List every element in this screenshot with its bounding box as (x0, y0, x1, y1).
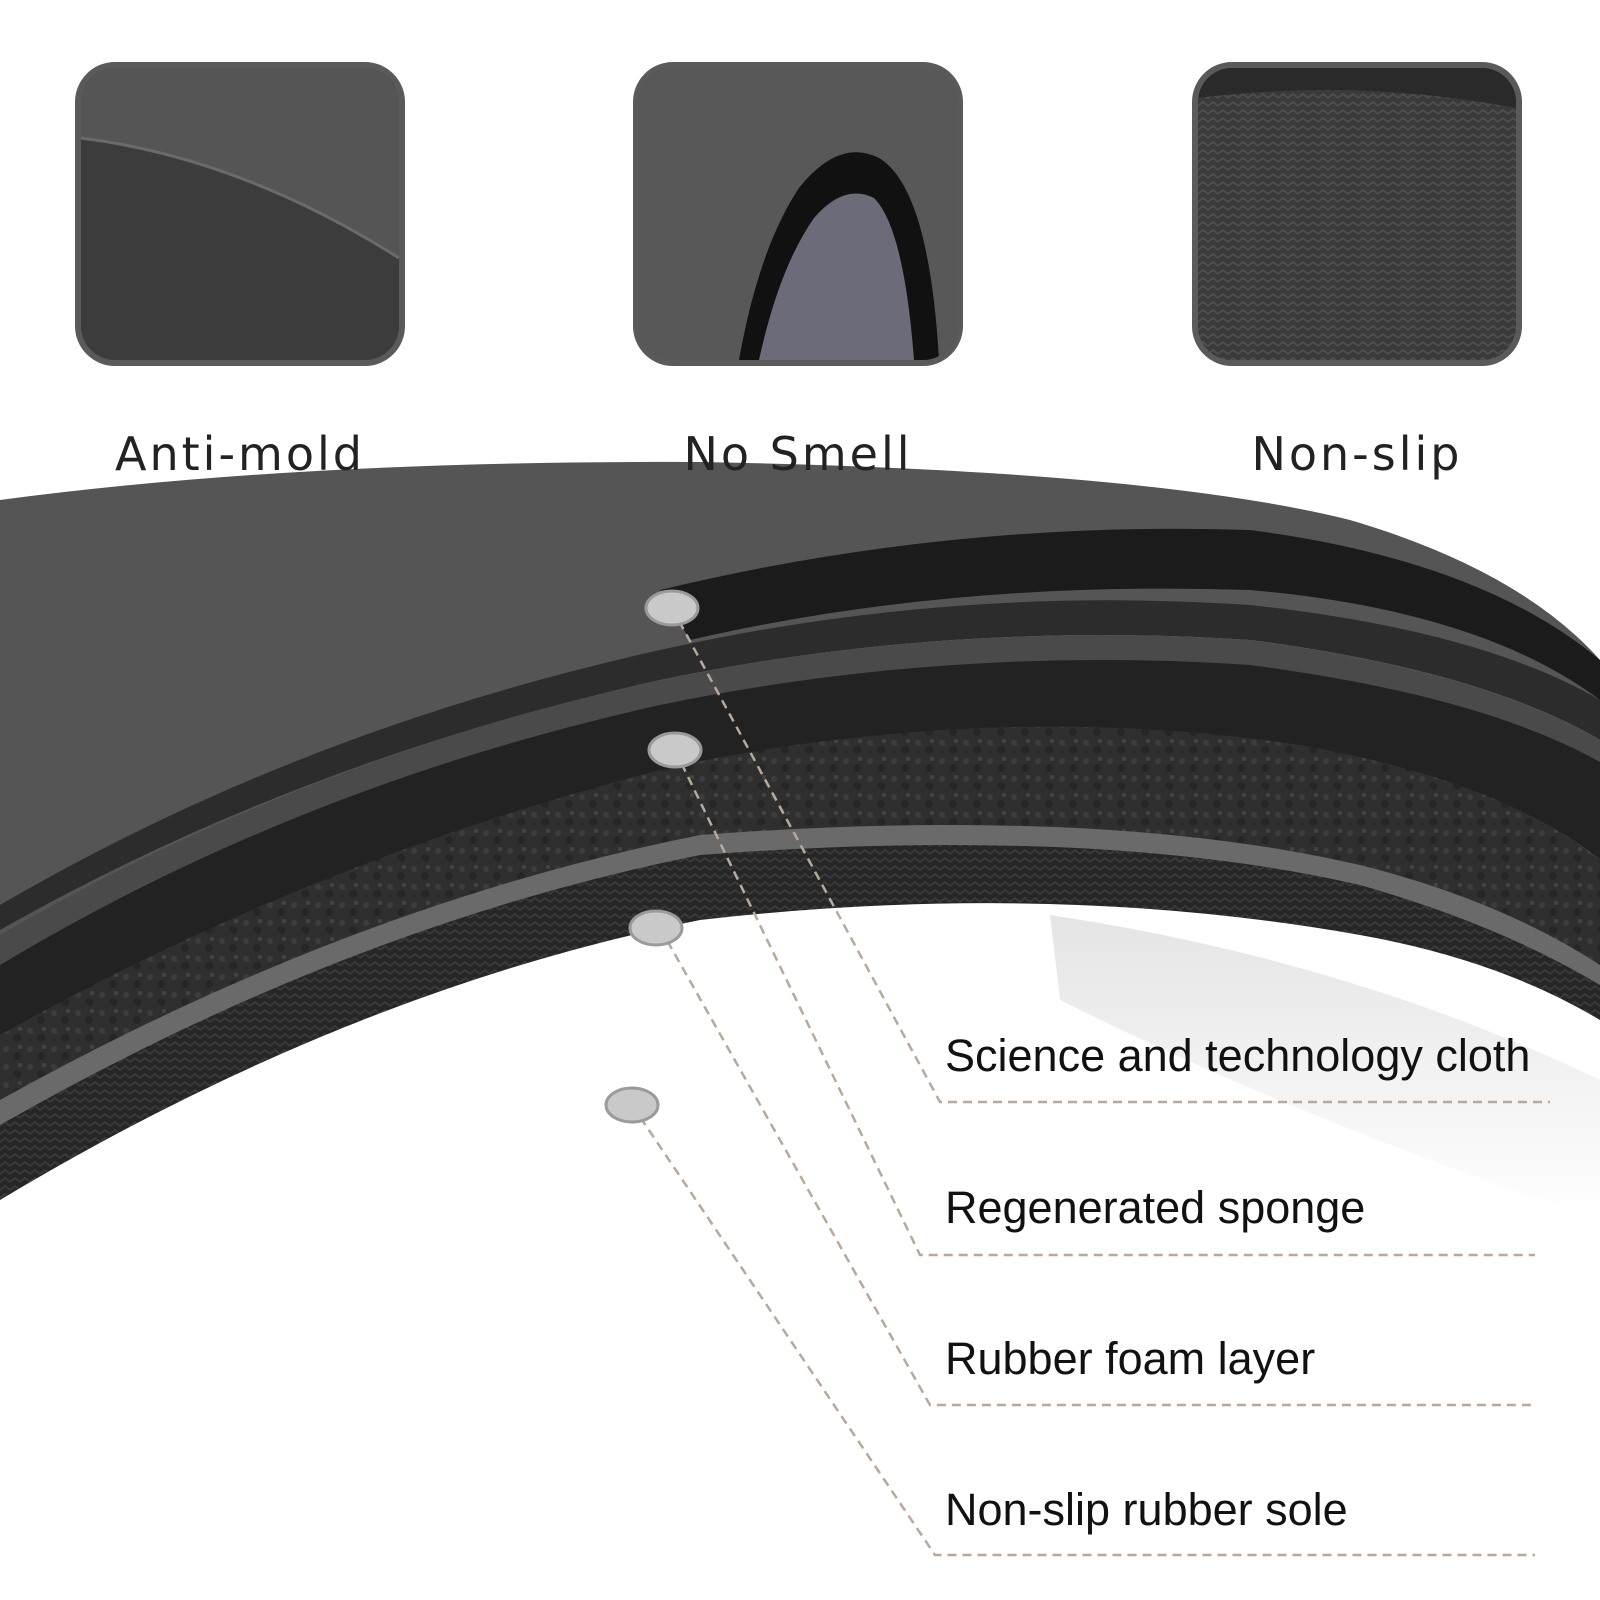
marker-sponge (647, 731, 703, 769)
leader-line-sole (630, 1104, 1535, 1557)
feature-non-slip: Non-slip (1192, 62, 1522, 481)
textured-base-icon (1192, 62, 1522, 366)
sole-layer (0, 840, 1600, 1200)
layer-label-foam: Rubber foam layer (945, 1333, 1316, 1384)
smooth-surface-icon (75, 62, 405, 366)
layer-markers (604, 589, 703, 1124)
feature-label-anti-mold: Anti-mold (115, 427, 365, 481)
sponge-layer (0, 655, 1600, 1035)
layer-label-cloth: Science and technology cloth (945, 1030, 1531, 1081)
layer-label-sole: Non-slip rubber sole (945, 1484, 1348, 1535)
curled-mat-icon (633, 62, 963, 366)
feature-label-non-slip: Non-slip (1251, 427, 1463, 481)
floor-shadow (1050, 915, 1600, 1220)
marker-sole (604, 1086, 660, 1124)
leader-lines (630, 607, 1550, 1557)
feature-label-no-smell: No Smell (683, 427, 913, 481)
layer-label-sponge: Regenerated sponge (945, 1182, 1366, 1233)
leader-line-cloth (670, 607, 1550, 1104)
rubber-foam-layer (0, 724, 1600, 1100)
leader-line-foam (658, 927, 1535, 1407)
marker-cloth (644, 589, 700, 627)
feature-no-smell: No Smell (633, 62, 963, 481)
leader-line-sponge (673, 749, 1535, 1257)
marker-foam (628, 909, 684, 947)
feature-anti-mold: Anti-mold (75, 62, 405, 481)
